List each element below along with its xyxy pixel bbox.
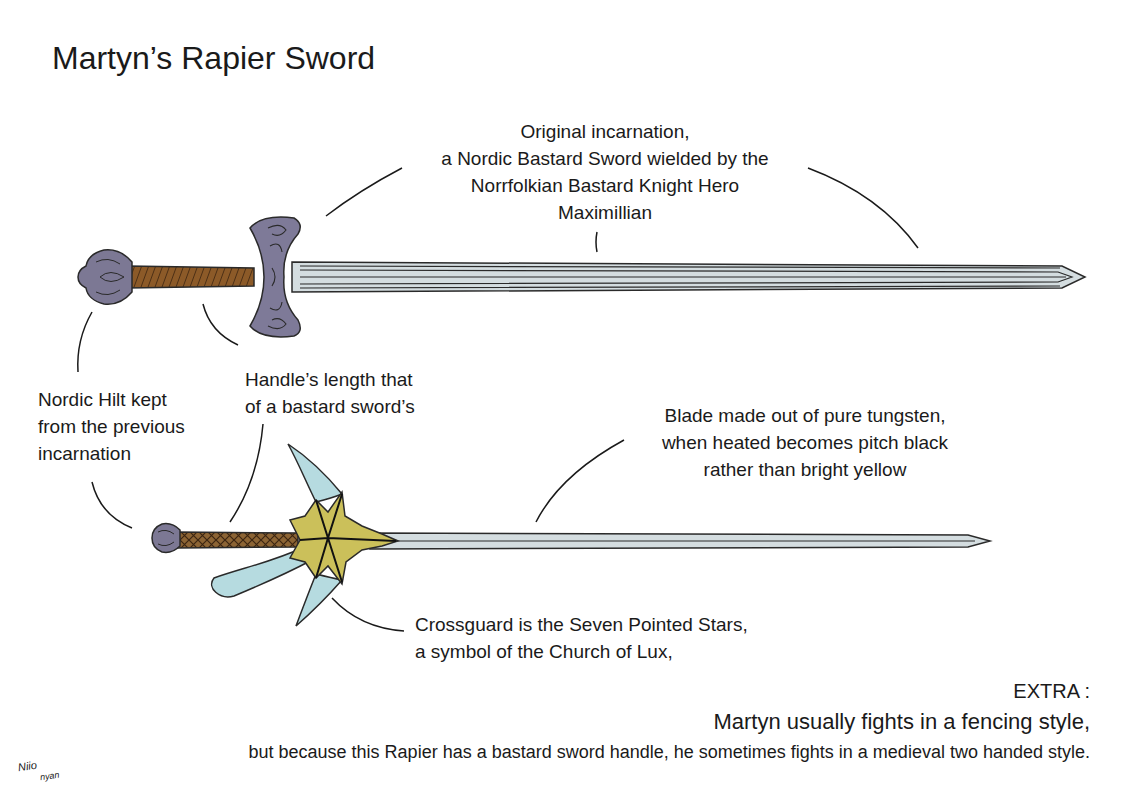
bastard-sword [78, 217, 1085, 337]
callout-label: Blade made out of pure tungsten, when he… [662, 402, 948, 483]
leader-line [596, 232, 597, 252]
leader-line [78, 312, 92, 372]
grip [128, 266, 254, 288]
star-lines [300, 494, 396, 582]
blade [370, 533, 990, 549]
note-text: Martyn usually fights in a fencing style… [713, 708, 1090, 736]
pommel-detail [96, 259, 124, 294]
pommel [152, 524, 180, 553]
note-text: EXTRA : [1013, 678, 1090, 704]
pommel-detail [158, 530, 174, 545]
leader-lines [78, 168, 918, 631]
callout-label: Crossguard is the Seven Pointed Stars, a… [415, 611, 748, 665]
pommel [78, 250, 132, 305]
callout-label: Handle’s length that of a bastard sword’… [245, 366, 415, 420]
leader-line [92, 482, 132, 528]
leader-line [203, 304, 238, 345]
leader-line [332, 598, 404, 631]
signature: Niio [17, 759, 38, 775]
lower-wing [296, 574, 342, 626]
blade-line [380, 541, 975, 542]
signature: nyan [39, 770, 60, 784]
grip [176, 532, 298, 548]
note-text: but because this Rapier has a bastard sw… [249, 740, 1090, 764]
callout-label: Original incarnation, a Nordic Bastard S… [441, 118, 768, 226]
fuller-lines [300, 266, 1072, 288]
leader-line [326, 168, 402, 216]
leader-line [230, 424, 263, 522]
sheet-title: Martyn’s Rapier Sword [52, 38, 375, 78]
leader-line [536, 440, 624, 522]
upper-wing [288, 444, 342, 502]
seven-pointed-star [290, 492, 398, 584]
callout-label: Nordic Hilt kept from the previous incar… [38, 386, 185, 467]
crossguard [250, 217, 300, 337]
crossguard-swirls [268, 225, 286, 328]
leader-line [808, 168, 918, 248]
blade [292, 262, 1085, 292]
